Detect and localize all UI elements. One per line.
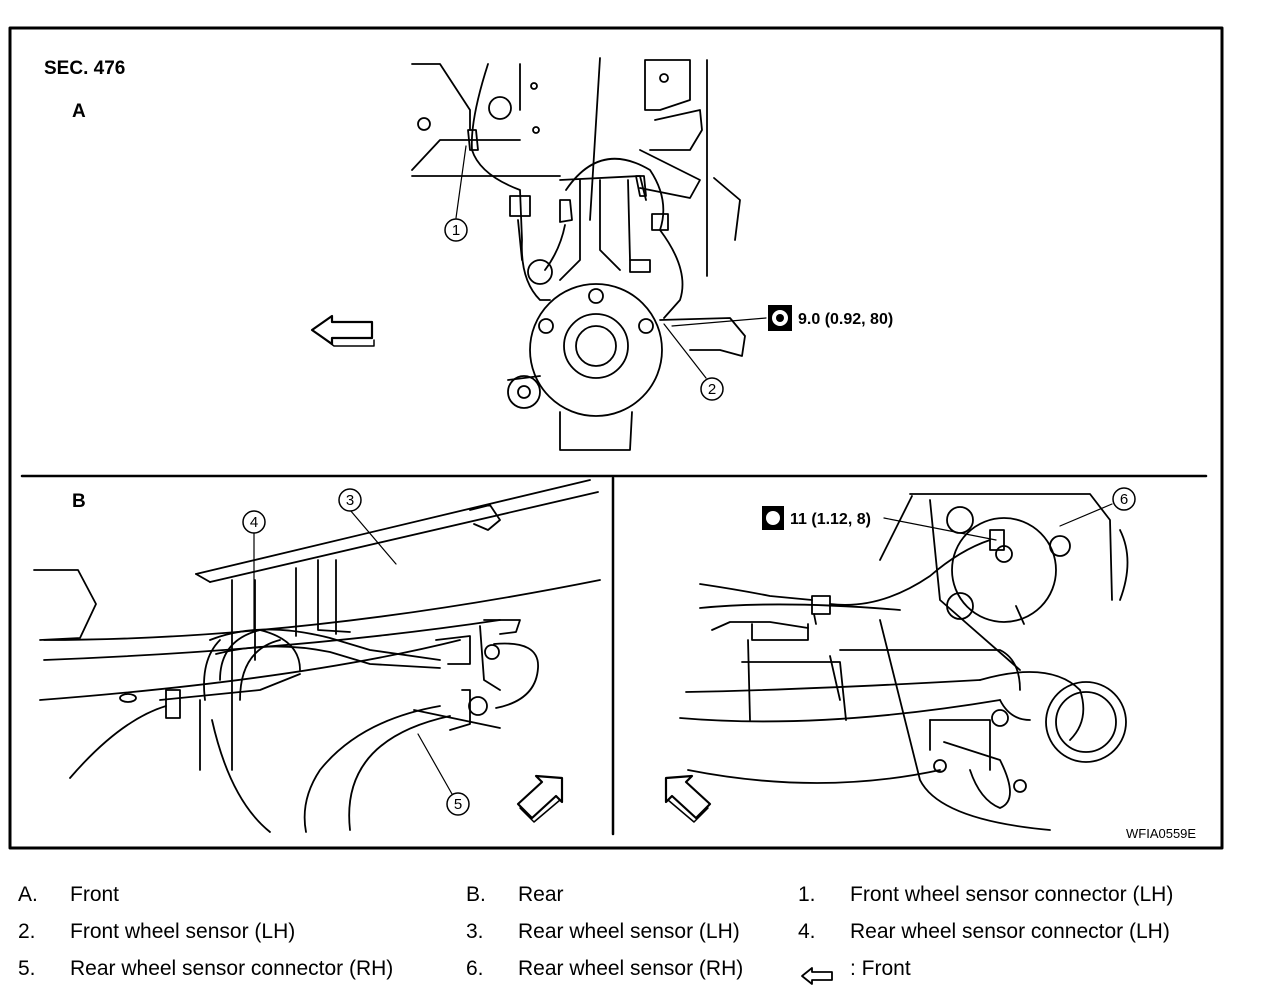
callout-1-circle (444, 218, 468, 242)
legend-text: Rear wheel sensor (RH) (518, 957, 744, 980)
callout-3: 3 (346, 492, 354, 509)
torque-wrench-icon-b (762, 506, 784, 530)
rear-rh-drawing (679, 493, 1129, 831)
legend-key: 1. (798, 883, 816, 906)
legend-key: 2. (18, 920, 36, 943)
torque-spec-front: 9.0 (0.92, 80) (798, 311, 893, 328)
legend-key: A. (18, 883, 38, 906)
callout-4: 4 (250, 514, 258, 531)
front-knuckle-drawing (411, 57, 746, 451)
front-arrow-icon (801, 967, 833, 985)
legend-key: B. (466, 883, 486, 906)
legend: A. Front 2. Front wheel sensor (LH) 5. R… (0, 872, 1264, 992)
torque-wrench-icon (768, 305, 792, 331)
legend-text: Rear (518, 883, 564, 906)
legend-text: Rear wheel sensor (LH) (518, 920, 740, 943)
torque-spec-rear: 11 (1.12, 8) (790, 511, 871, 528)
legend-key: 6. (466, 957, 484, 980)
figure-border (8, 26, 1224, 850)
legend-text: Front wheel sensor (LH) (70, 920, 296, 943)
section-label: SEC. 476 (44, 58, 125, 79)
front-direction-arrow-b (516, 774, 564, 820)
legend-key: 4. (798, 920, 816, 943)
legend-text: Rear wheel sensor connector (LH) (850, 920, 1170, 943)
figure-code: WFIA0559E (1126, 826, 1196, 841)
rear-lh-drawing (33, 479, 601, 833)
wheel-sensor-diagram: SEC. 476 A B 9.0 (0.92, 80) 11 (1.12, 8)… (8, 26, 1224, 850)
callout-5: 5 (454, 796, 462, 813)
legend-text: : Front (850, 957, 911, 980)
panel-label-b: B (72, 491, 86, 512)
legend-key: 3. (466, 920, 484, 943)
callout-1: 1 (452, 222, 460, 239)
torque-leader-a (671, 317, 767, 327)
legend-key: 5. (18, 957, 36, 980)
panel-label-a: A (72, 101, 86, 122)
callout-4-circle (242, 510, 266, 534)
callout-6: 6 (1120, 491, 1128, 508)
callout-2: 2 (708, 381, 716, 398)
callout-5-circle (446, 792, 470, 816)
legend-text: Rear wheel sensor connector (RH) (70, 957, 394, 980)
front-direction-arrow (310, 314, 374, 346)
callout-2-circle (700, 377, 724, 401)
front-direction-arrow-c (664, 774, 712, 820)
legend-text: Front wheel sensor connector (LH) (850, 883, 1174, 906)
callout-3-circle (338, 488, 362, 512)
torque-leader-b (883, 517, 997, 541)
legend-text: Front (70, 883, 120, 906)
callout-6-circle (1112, 487, 1136, 511)
